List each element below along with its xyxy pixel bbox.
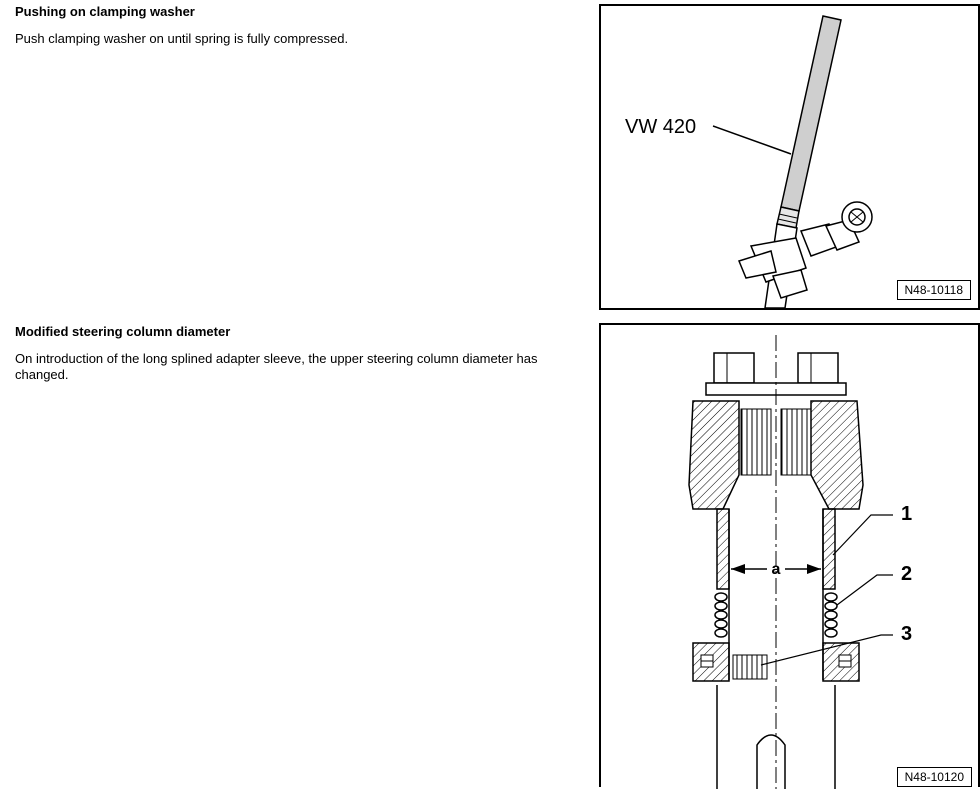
tool-label-vw420: VW 420 [625, 116, 696, 138]
section-text-steering-column: On introduction of the long splined adap… [15, 351, 538, 382]
figure-ref-n48-10118: N48-10118 [896, 280, 971, 300]
callout-3: 3 [901, 623, 912, 645]
section-text-clamping-washer: Push clamping washer on until spring is … [15, 31, 349, 46]
callout-2: 2 [901, 563, 912, 585]
steering-column-illustration: a 1 2 3 [688, 335, 912, 789]
figure-clamping-washer: VW 420 N48-10118 [599, 4, 980, 310]
figure-steering-column: a 1 2 3 N48-10120 [599, 323, 980, 789]
section-title-steering-column: Modified steering column diameter [15, 324, 231, 339]
dimension-label-a: a [772, 561, 781, 578]
figure-ref-n48-10120: N48-10120 [896, 767, 972, 787]
clamping-washer-illustration: VW 420 [625, 15, 873, 308]
callout-1: 1 [901, 503, 912, 525]
section-title-clamping-washer: Pushing on clamping washer [15, 4, 195, 19]
